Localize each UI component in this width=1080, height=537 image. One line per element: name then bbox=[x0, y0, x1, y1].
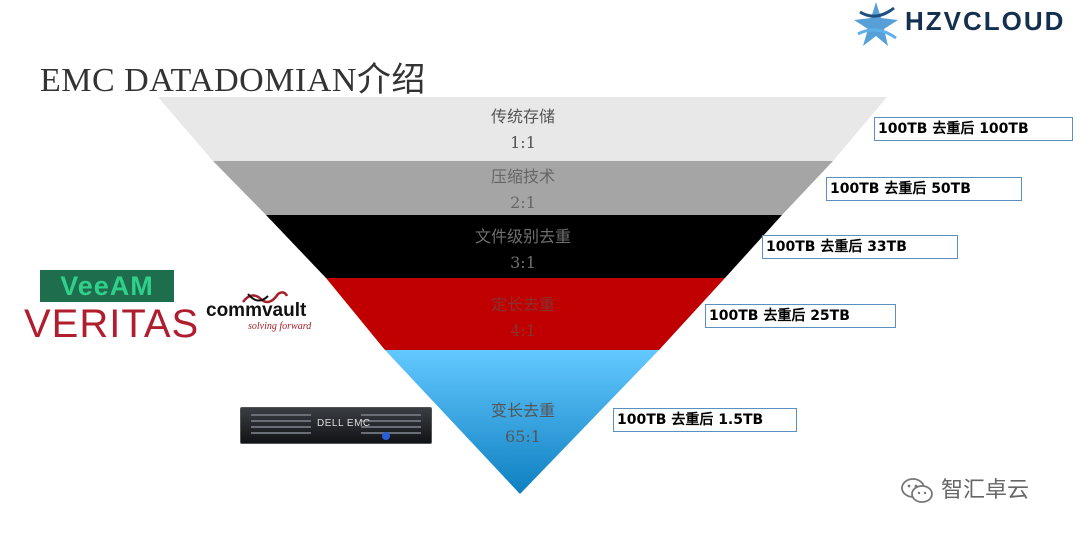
watermark-text: 智汇卓云 bbox=[941, 478, 1030, 503]
pyramid-layer-2 bbox=[213, 161, 833, 215]
appliance-label: DELL EMC bbox=[317, 418, 371, 429]
pyramid-layer-1 bbox=[158, 97, 887, 161]
result-box-3: 100TB 去重后 33TB bbox=[762, 235, 958, 259]
result-box-2: 100TB 去重后 50TB bbox=[826, 177, 1022, 201]
slide-title: EMC DATADOMIAN介绍 bbox=[40, 62, 426, 99]
commvault-logo: commvault bbox=[206, 300, 307, 321]
dell-emc-appliance-image: DELL EMC bbox=[240, 407, 432, 444]
result-box-1: 100TB 去重后 100TB bbox=[874, 117, 1073, 141]
layer-name: 定长去重 bbox=[490, 295, 555, 314]
layer-name: 压缩技术 bbox=[490, 167, 555, 186]
pyramid-layer-5 bbox=[385, 350, 659, 494]
layer-label-3: 文件级别去重 3:1 bbox=[423, 224, 623, 276]
layer-name: 变长去重 bbox=[490, 401, 555, 420]
star-swirl-logo-icon bbox=[854, 2, 898, 46]
server-grille-icon bbox=[251, 414, 421, 440]
layer-label-5: 变长去重 65:1 bbox=[423, 398, 623, 450]
wechat-watermark: 智汇卓云 bbox=[900, 472, 1029, 504]
layer-ratio: 65:1 bbox=[505, 427, 541, 446]
layer-name: 传统存储 bbox=[490, 107, 555, 126]
veeam-logo: VeeAM bbox=[40, 270, 174, 302]
pyramid-layer-3 bbox=[266, 215, 782, 278]
commvault-swirl-icon bbox=[242, 291, 289, 304]
layer-ratio: 1:1 bbox=[510, 133, 536, 152]
layer-name: 文件级别去重 bbox=[474, 227, 571, 246]
layer-label-1: 传统存储 1:1 bbox=[423, 104, 623, 156]
veritas-logo: VERITAS bbox=[24, 302, 200, 346]
layer-ratio: 2:1 bbox=[510, 193, 536, 212]
layer-ratio: 3:1 bbox=[510, 253, 536, 272]
brand-logo: HZVCLOUD bbox=[850, 0, 1070, 48]
layer-label-2: 压缩技术 2:1 bbox=[423, 164, 623, 216]
layer-label-4: 定长去重 4:1 bbox=[423, 292, 623, 344]
commvault-tagline: solving forward bbox=[248, 321, 312, 332]
layer-ratio: 4:1 bbox=[510, 321, 536, 340]
brand-name: HZVCLOUD bbox=[905, 6, 1066, 36]
result-box-4: 100TB 去重后 25TB bbox=[705, 304, 896, 328]
wechat-icon bbox=[901, 478, 933, 503]
pyramid-layer-4 bbox=[326, 278, 725, 350]
result-box-5: 100TB 去重后 1.5TB bbox=[613, 408, 797, 432]
